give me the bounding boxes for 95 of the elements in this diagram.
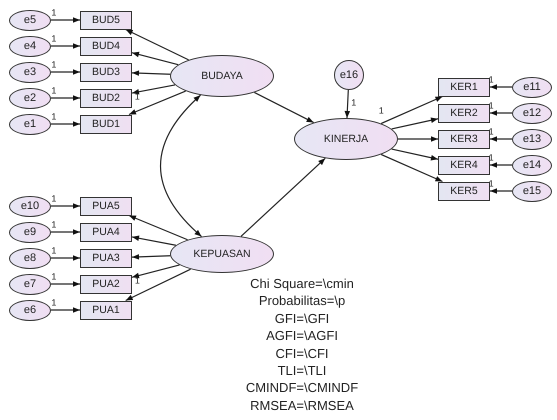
arrow — [51, 17, 80, 23]
arrow — [125, 268, 191, 302]
arrow — [132, 70, 170, 76]
arrow — [132, 254, 170, 260]
arrow — [254, 92, 314, 124]
edge-label: 1 — [51, 220, 56, 230]
curved-double-arrow — [160, 94, 202, 237]
arrow — [380, 96, 443, 124]
observed-variable-box: PUA5 — [80, 196, 132, 216]
arrow — [490, 110, 512, 116]
observed-variable-box: KER2 — [438, 104, 490, 122]
observed-variable-box: PUA1 — [80, 300, 132, 320]
arrow — [128, 90, 186, 116]
error-term-ellipse: e6 — [9, 300, 51, 320]
observed-variable-box: KER1 — [438, 78, 490, 96]
fit-statistic-label: AGFI=\AGFI — [266, 327, 338, 345]
error-term-ellipse: e12 — [512, 102, 552, 124]
observed-variable-box: PUA2 — [80, 274, 132, 294]
error-term-ellipse: e11 — [512, 76, 552, 98]
error-term-ellipse: e4 — [9, 36, 51, 56]
edge-label: 1 — [488, 154, 494, 162]
arrow — [51, 229, 80, 235]
edge-label: 1 — [51, 86, 56, 96]
error-term-ellipse: e5 — [9, 10, 51, 30]
edge-label: 1 — [51, 272, 56, 282]
arrow — [392, 148, 438, 160]
observed-variable-box: BUD1 — [80, 114, 132, 134]
observed-variable-box: KER4 — [438, 156, 490, 174]
error-term-ellipse: e1 — [9, 114, 51, 134]
edge-label: 1 — [51, 60, 56, 70]
arrow — [132, 84, 176, 95]
fit-statistic-label: CFI=\CFI — [275, 344, 329, 362]
error-term-ellipse: e16 — [334, 60, 364, 90]
edge-label: 1 — [351, 98, 356, 108]
fit-statistic-label: RMSEA=\RMSEA — [250, 396, 354, 414]
latent-variable-ellipse: BUDAYA — [170, 55, 274, 97]
arrow — [51, 307, 80, 313]
arrow — [132, 235, 176, 246]
arrow — [128, 214, 188, 240]
observed-variable-box: BUD2 — [80, 88, 132, 108]
observed-variable-box: PUA3 — [80, 248, 132, 268]
edge-label: 1 — [51, 34, 56, 44]
observed-variable-box: KER3 — [438, 130, 490, 148]
arrow — [240, 158, 326, 237]
fit-statistic-label: Probabilitas=\p — [258, 292, 346, 310]
edge-label: 1 — [51, 112, 56, 122]
error-term-ellipse: e9 — [9, 222, 51, 242]
observed-variable-box: BUD5 — [80, 10, 132, 30]
arrow — [125, 28, 189, 60]
observed-variable-box: BUD3 — [80, 62, 132, 82]
fit-statistic-label: TLI=\TLI — [278, 362, 326, 380]
fit-statistic-label: Chi Square=\cmin — [250, 275, 354, 292]
latent-variable-ellipse: KEPUASAN — [170, 235, 274, 273]
edge-label: 1 — [51, 8, 56, 18]
error-term-ellipse: e10 — [9, 196, 51, 216]
arrow — [51, 255, 80, 261]
latent-variable-ellipse: KINERJA — [294, 118, 398, 160]
edge-label: 1 — [51, 194, 56, 204]
arrow — [132, 52, 178, 66]
observed-variable-box: BUD4 — [80, 36, 132, 56]
arrow — [51, 95, 80, 101]
edge-label: 1 — [51, 246, 56, 256]
fit-statistic-label: GFI=\GFI — [274, 310, 330, 328]
arrow — [490, 162, 512, 168]
arrow — [344, 90, 350, 118]
edge-label: 1 — [134, 92, 140, 102]
fit-statistic-label: CMINDF=\CMINDF — [246, 379, 358, 397]
arrow — [490, 136, 512, 142]
error-term-ellipse: e15 — [512, 180, 552, 202]
arrow — [398, 136, 438, 142]
edge-label: 1 — [378, 106, 384, 116]
edge-label: 1 — [51, 298, 56, 308]
arrow — [132, 264, 180, 278]
arrow — [490, 84, 512, 90]
edge-label: 1 — [488, 180, 494, 188]
observed-variable-box: KER5 — [438, 182, 490, 200]
error-term-ellipse: e14 — [512, 154, 552, 176]
error-term-ellipse: e2 — [9, 88, 51, 108]
error-term-ellipse: e3 — [9, 62, 51, 82]
edge-label: 1 — [134, 276, 140, 286]
edge-label: 1 — [488, 102, 494, 110]
error-term-ellipse: e13 — [512, 128, 552, 150]
arrow — [392, 118, 438, 130]
arrow — [51, 69, 80, 75]
edge-label: 1 — [488, 128, 494, 136]
arrow — [490, 188, 512, 194]
error-term-ellipse: e8 — [9, 248, 51, 268]
arrow — [51, 203, 80, 209]
arrow — [51, 281, 80, 287]
arrow — [51, 43, 80, 49]
arrow — [51, 121, 80, 127]
observed-variable-box: PUA4 — [80, 222, 132, 242]
arrow — [380, 154, 443, 182]
error-term-ellipse: e7 — [9, 274, 51, 294]
edge-label: 1 — [488, 76, 494, 84]
